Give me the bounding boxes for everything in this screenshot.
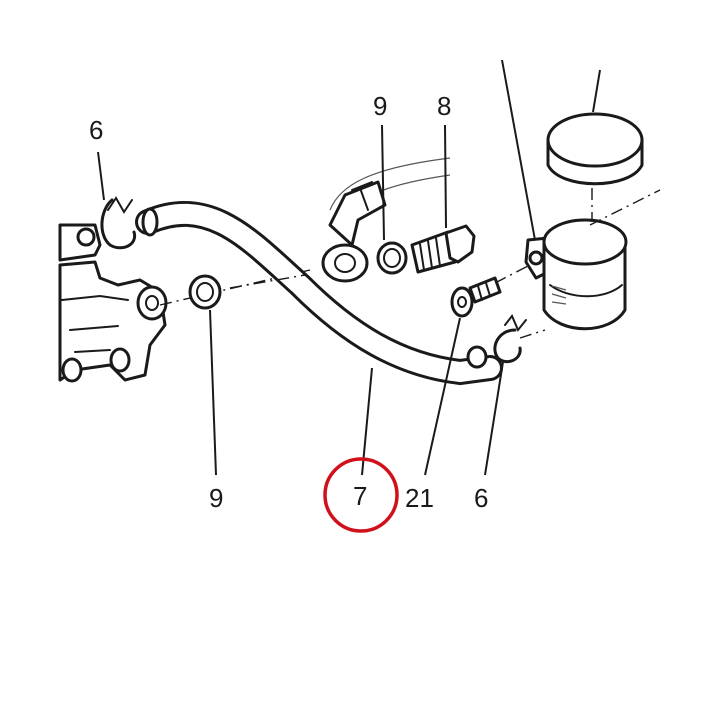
fluid-reservoir <box>524 112 644 331</box>
callout-clip-right: 6 <box>474 483 489 513</box>
master-cylinder-body <box>58 223 168 383</box>
axis-line-screw <box>494 265 529 284</box>
mounting-screw <box>450 276 502 318</box>
hose-end-washer <box>466 345 488 369</box>
callout-washer-upper: 9 <box>373 91 388 121</box>
highlight-circle <box>323 457 399 533</box>
callout-hose: 7 <box>353 481 368 511</box>
sealing-washer-lower <box>188 274 222 310</box>
axis-line-bracket <box>589 189 661 226</box>
callout-banjo-bolt: 8 <box>437 91 452 121</box>
hose-clip-right <box>493 314 527 364</box>
callout-screw: 21 <box>405 483 434 513</box>
leader-lines <box>97 59 601 476</box>
callout-clip-left: 6 <box>89 115 104 145</box>
hose-clip-left <box>100 196 137 250</box>
sealing-washer-upper <box>376 241 408 275</box>
callout-washer-lower: 9 <box>209 483 224 513</box>
axis-line-clip-right <box>519 329 546 339</box>
banjo-bolt <box>410 224 476 274</box>
brake-hose <box>135 200 503 386</box>
banjo-fitting <box>321 157 451 283</box>
